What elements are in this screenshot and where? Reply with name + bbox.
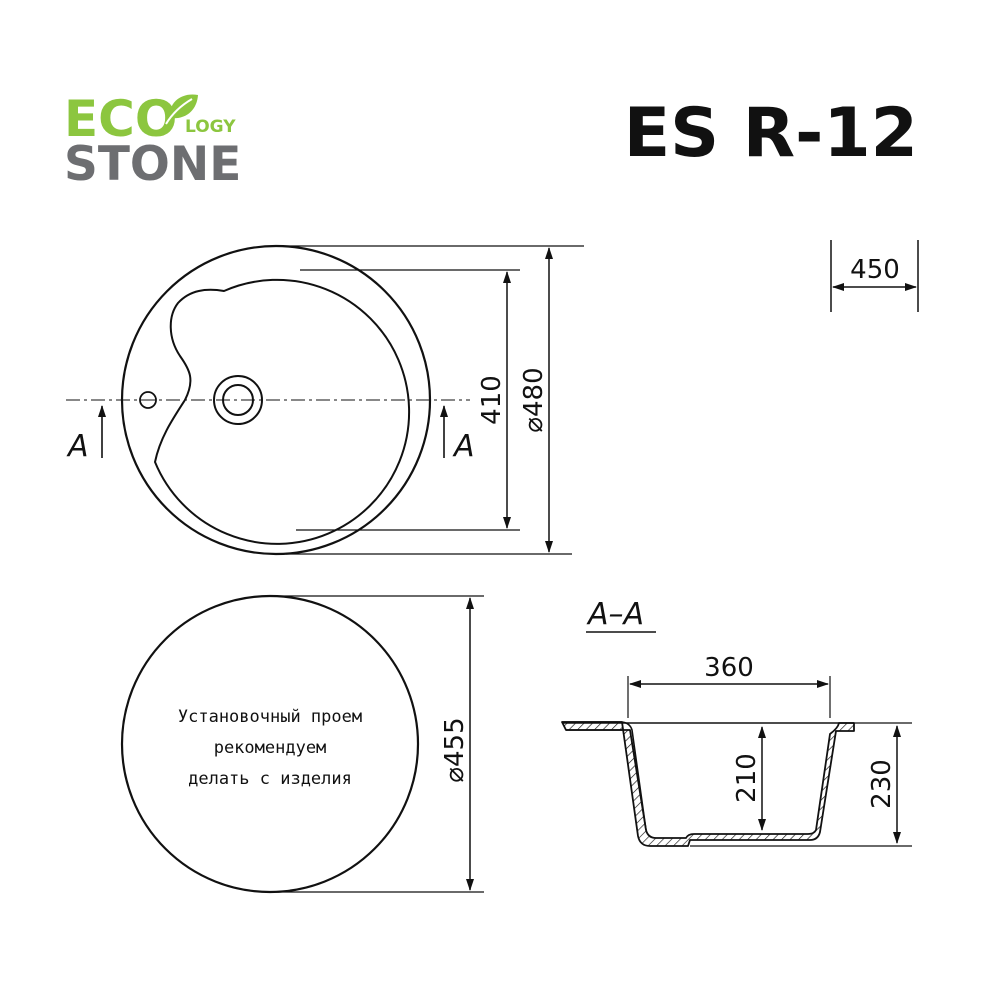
model-title: ES R-12 <box>624 94 918 173</box>
sink-bowl-outline <box>153 278 411 545</box>
cabinet-width-label: 450 <box>850 255 900 285</box>
logo-stone-text: STONE <box>64 137 241 192</box>
section-title: A–A <box>586 597 644 632</box>
outer-diameter-label: ⌀480 <box>519 367 549 432</box>
section-marker-left-label: A <box>66 429 89 464</box>
sink-top-view: A A 410 ⌀480 <box>66 244 584 556</box>
sink-section-profile <box>561 721 855 847</box>
cutout-diameter-label: ⌀455 <box>440 717 470 782</box>
cutout-note-line1: Установочный проем <box>178 707 362 727</box>
bowl-span-dimension: 410 <box>477 271 511 529</box>
bowl-depth-dimension: 210 <box>732 726 766 831</box>
outer-diameter-dimension: ⌀480 <box>519 247 553 553</box>
cutout-note-line3: делать с изделия <box>188 769 352 789</box>
cabinet-width-dimension: 450 <box>830 240 919 312</box>
total-depth-dimension: 230 <box>867 725 901 844</box>
logo-eco-text: ECO <box>64 90 177 148</box>
faucet-hole <box>139 391 157 409</box>
cutout-view: Установочный проем рекомендуем делать с … <box>120 594 484 894</box>
leaf-icon <box>165 94 198 125</box>
cutout-note-line2: рекомендуем <box>214 738 327 758</box>
cutout-diameter-dimension: ⌀455 <box>440 597 474 891</box>
section-marker-right: A <box>440 405 475 464</box>
section-view: A–A 360 210 230 <box>561 597 912 847</box>
section-marker-left: A <box>66 405 106 464</box>
brand-logo: ECO LOGY STONE <box>64 90 241 192</box>
bowl-width-label: 360 <box>704 653 754 683</box>
cutout-circle <box>120 594 420 894</box>
logo-logy-text: LOGY <box>185 117 236 137</box>
total-depth-label: 230 <box>867 759 897 809</box>
bowl-span-label: 410 <box>477 375 507 425</box>
section-marker-right-label: A <box>452 429 475 464</box>
bowl-width-dimension: 360 <box>629 653 829 688</box>
bowl-depth-label: 210 <box>732 753 762 803</box>
